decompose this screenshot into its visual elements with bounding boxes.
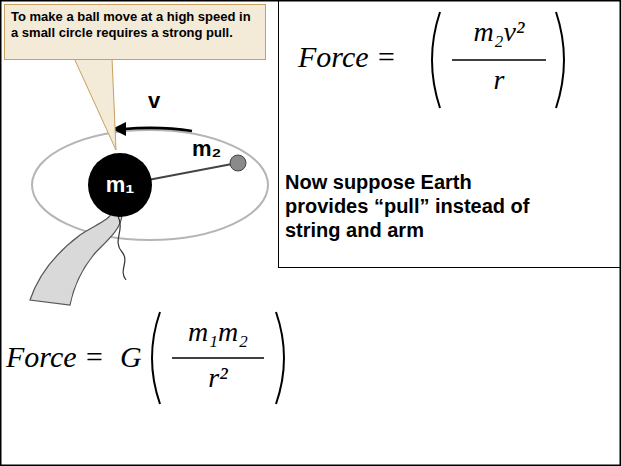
formula-text: Force = (6, 340, 104, 374)
small-ball (230, 155, 246, 171)
fraction-bar (452, 59, 546, 61)
fraction-bar (172, 357, 264, 359)
parenthesis (556, 12, 564, 108)
constant: G (120, 340, 142, 374)
string (148, 164, 232, 180)
mass-label: m₂ (192, 136, 221, 162)
string-end (118, 216, 126, 280)
formula-text: Force = (298, 40, 396, 74)
callout-pointer (74, 58, 116, 150)
numerator: m₁m₂ (163, 316, 273, 348)
mass-ball: m₁ (88, 153, 152, 217)
parenthesis (432, 12, 440, 108)
callout-box: To make a ball move at a high speed in a… (4, 4, 266, 60)
parenthesis (152, 312, 160, 404)
hand (30, 212, 122, 305)
denominator: r (444, 64, 554, 96)
numerator: m₂v² (444, 16, 554, 48)
node-text: To make a ball move at a high speed in a… (11, 9, 259, 41)
denominator: r² (163, 362, 273, 394)
node-text: Now suppose Earth provides “pull” instea… (285, 170, 547, 242)
node-text: m₁ (106, 172, 135, 198)
velocity-label: v (148, 88, 160, 114)
velocity-arrow (124, 128, 192, 131)
orbit-ellipse (32, 130, 268, 240)
parenthesis (276, 312, 284, 404)
